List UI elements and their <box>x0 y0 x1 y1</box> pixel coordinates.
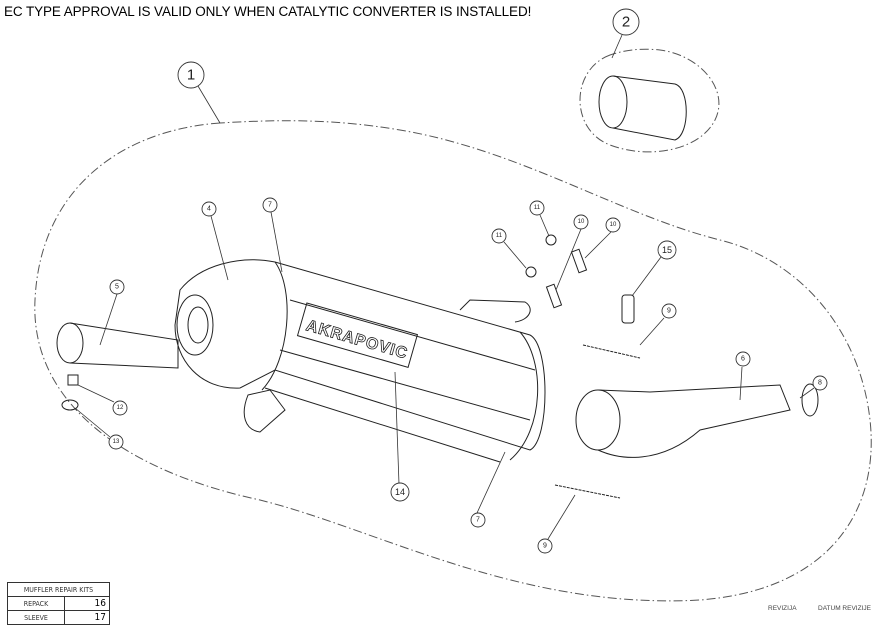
svg-text:10: 10 <box>610 222 617 228</box>
part-2-sleeve <box>598 75 687 141</box>
svg-text:9: 9 <box>543 543 547 550</box>
part-8-clamp <box>801 383 819 417</box>
callout-9: 9 <box>661 303 677 319</box>
part-15-sensor <box>621 294 635 324</box>
svg-text:12: 12 <box>117 405 124 411</box>
svg-text:11: 11 <box>534 205 541 211</box>
svg-text:13: 13 <box>113 439 120 445</box>
callout-1: 1 <box>177 61 205 89</box>
svg-text:4: 4 <box>207 206 211 213</box>
callout-14: 14 <box>390 482 410 502</box>
part-5-pipe <box>56 322 179 369</box>
svg-text:10: 10 <box>578 219 585 225</box>
callout-8: 8 <box>812 375 828 391</box>
leader-lines <box>74 34 815 540</box>
part-10-bolts <box>545 248 588 309</box>
revision-date-label: DATUM REVIZIJE <box>818 605 871 612</box>
svg-text:9: 9 <box>667 308 671 315</box>
kit-label: REPACK <box>7 596 65 611</box>
svg-text:6: 6 <box>741 356 745 363</box>
callout-9: 9 <box>537 538 553 554</box>
kit-part-number: 16 <box>64 596 110 611</box>
callout-7: 7 <box>262 197 278 213</box>
svg-text:2: 2 <box>622 14 630 31</box>
part-6-link-pipe <box>575 384 791 458</box>
part-12-13-hardware <box>61 374 79 411</box>
part-9-springs <box>554 344 641 499</box>
part-11-washers <box>525 234 557 278</box>
svg-text:11: 11 <box>496 233 503 239</box>
part-4-muffler <box>174 259 546 463</box>
svg-text:7: 7 <box>476 517 480 524</box>
assembly-1-outline <box>34 120 872 602</box>
callout-4: 4 <box>201 201 217 217</box>
kit-label: SLEEVE <box>7 610 65 625</box>
assembly-2-outline <box>579 48 720 153</box>
callout-6: 6 <box>735 351 751 367</box>
callout-11: 11 <box>491 228 507 244</box>
brand-logo: AKRAPOVIC <box>304 317 410 362</box>
svg-text:1: 1 <box>187 67 195 84</box>
callout-13: 13 <box>108 434 124 450</box>
callout-10: 10 <box>573 214 589 230</box>
revision-label: REVIZIJA <box>768 605 797 612</box>
callout-11: 11 <box>529 200 545 216</box>
svg-text:7: 7 <box>268 202 272 209</box>
callout-15: 15 <box>657 240 677 260</box>
svg-text:14: 14 <box>395 487 405 497</box>
kits-title: MUFFLER REPAIR KITS <box>7 582 110 597</box>
svg-text:8: 8 <box>818 380 822 387</box>
callout-12: 12 <box>112 400 128 416</box>
svg-text:5: 5 <box>115 284 119 291</box>
svg-text:15: 15 <box>662 245 672 255</box>
type-approval-warning: EC TYPE APPROVAL IS VALID ONLY WHEN CATA… <box>4 4 532 19</box>
kit-part-number: 17 <box>64 610 110 625</box>
callout-7: 7 <box>470 512 486 528</box>
callout-2: 2 <box>612 8 640 36</box>
callout-10: 10 <box>605 217 621 233</box>
callout-5: 5 <box>109 279 125 295</box>
